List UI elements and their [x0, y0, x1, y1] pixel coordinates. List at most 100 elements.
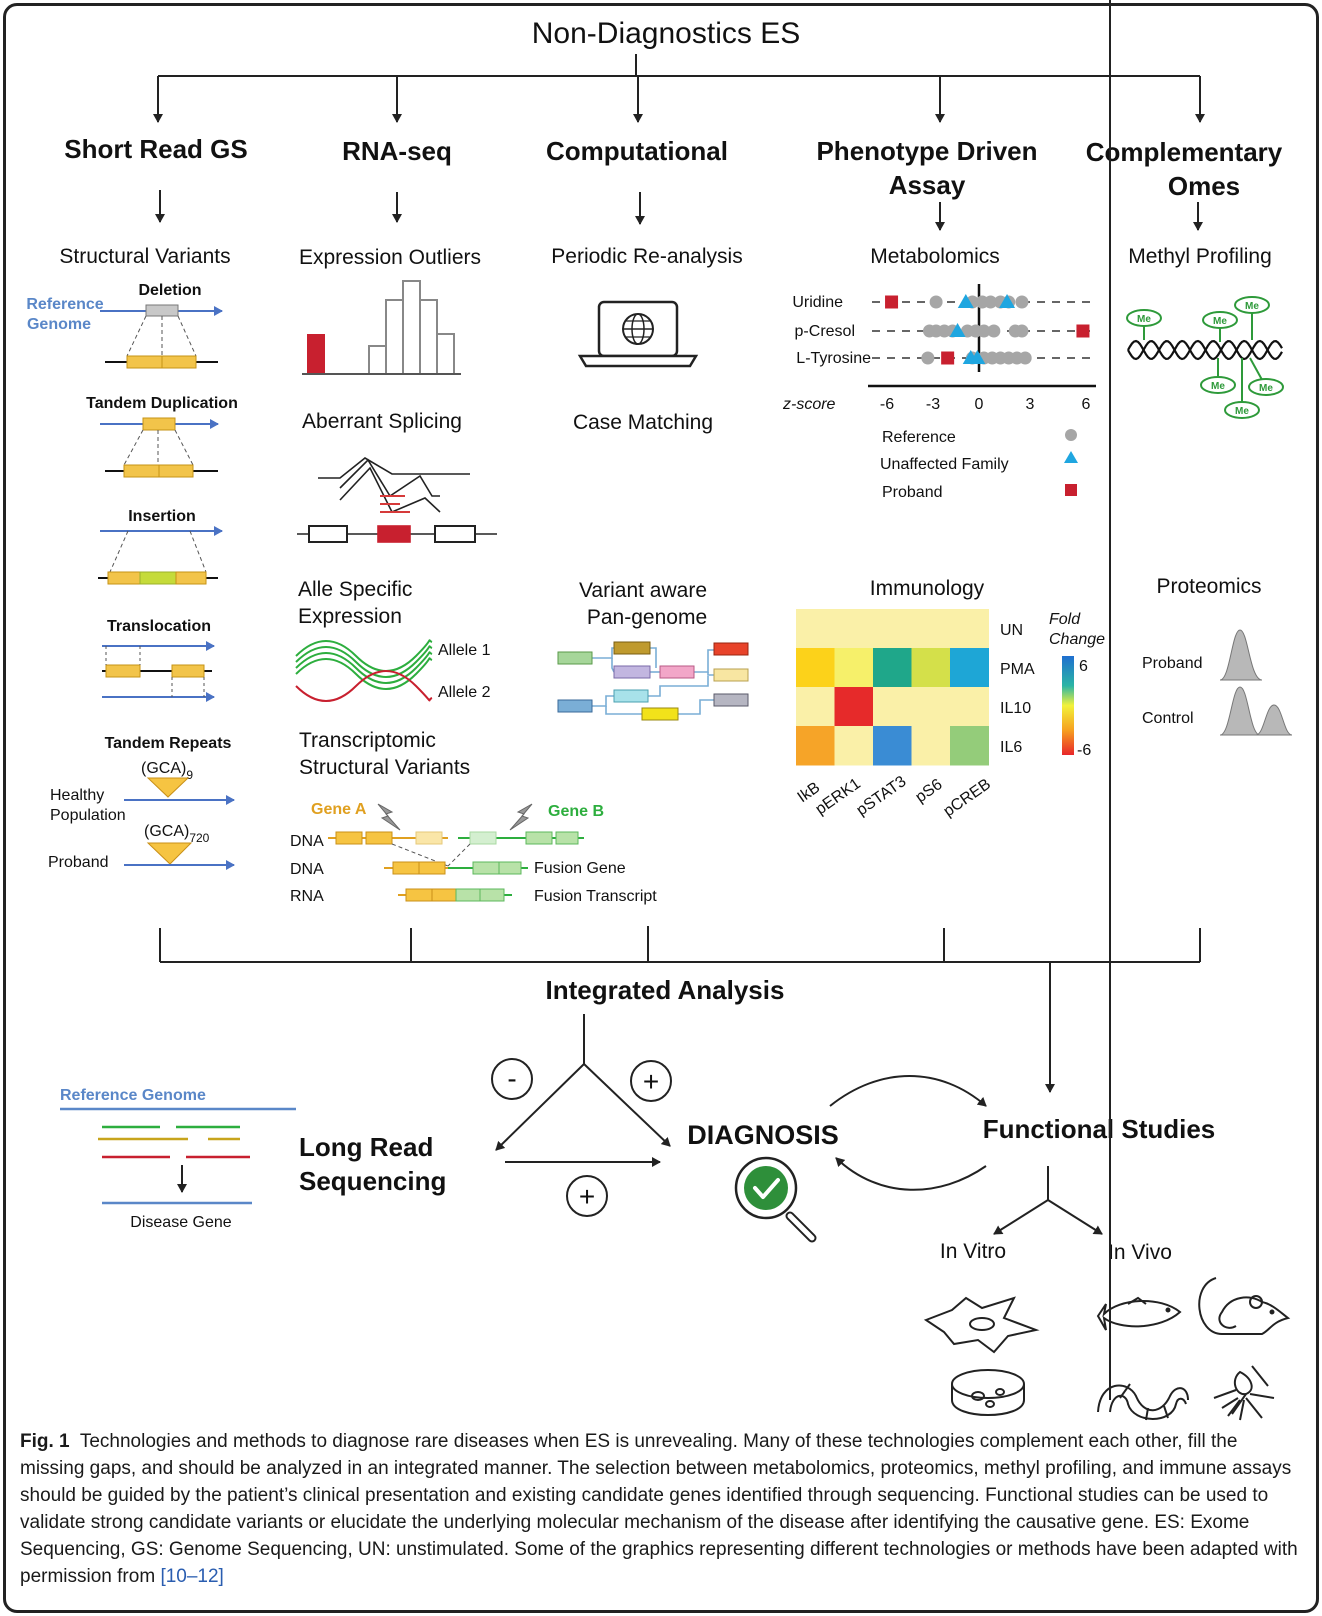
plus-circle-bottom	[566, 1175, 608, 1217]
col-title-complementary-2: Omes	[1168, 171, 1240, 201]
heatmap-cell	[911, 726, 951, 766]
subtitle-metabolomics: Metabolomics	[870, 245, 1000, 268]
minus-sign: -	[507, 1063, 516, 1094]
metab-row-ltyrosine: L-Tyrosine	[796, 350, 871, 367]
reference-point	[1015, 295, 1029, 309]
immunology-heatmap	[796, 609, 989, 766]
unaffected-point	[999, 294, 1016, 308]
proband-label: Proband	[48, 854, 109, 871]
legend-proband: Proband	[882, 484, 943, 501]
allele2-label: Allele 2	[438, 684, 491, 701]
fusion-gene-label: Fusion Gene	[534, 860, 626, 877]
plus-sign-bottom: +	[579, 1181, 595, 1212]
functional-studies-title: Functional Studies	[983, 1114, 1216, 1144]
check-magnifier-icon	[734, 1156, 817, 1243]
transcriptomic-sv-label: Transcriptomic	[299, 729, 436, 752]
me-tag	[1234, 296, 1270, 314]
top-tree	[153, 54, 1205, 123]
col-title-rna-seq: RNA-seq	[342, 136, 452, 166]
reference-point	[929, 295, 943, 309]
figure-frame	[3, 3, 1319, 1613]
me-tag	[1248, 378, 1284, 396]
petri-dish-icon	[951, 1369, 1025, 1416]
worm-icon	[1097, 0, 1189, 1421]
me-tag	[1202, 311, 1238, 329]
subtitle-structural-variants: Structural Variants	[59, 245, 230, 268]
long-read-title: Long Read	[299, 1132, 433, 1162]
column-subtitles: Structural Variants Expression Outliers …	[59, 245, 1271, 269]
reference-point	[1018, 351, 1032, 365]
heatmap-cell	[911, 648, 951, 688]
diagnosis-title: DIAGNOSIS	[687, 1120, 839, 1150]
fusion-graphic	[328, 831, 584, 902]
heatmap-cell	[873, 726, 912, 766]
metab-legend-markers	[1064, 429, 1078, 496]
heatmap-cell	[873, 687, 912, 727]
deletion-label: Deletion	[138, 282, 201, 299]
heatmap-cell	[950, 726, 989, 766]
reference-point	[987, 324, 1001, 338]
reference-point	[984, 295, 998, 309]
heatmap-cell	[834, 648, 874, 688]
legend-reference: Reference	[882, 429, 956, 446]
long-read-reference-label: Reference Genome	[60, 1087, 206, 1104]
imm-row-pma: PMA	[1000, 661, 1035, 678]
column-arrows	[155, 190, 1203, 231]
computational-panel: Case Matching Variant aware Pan-genome	[557, 300, 749, 721]
rna-label: RNA	[290, 888, 324, 905]
plus-sign-right: +	[643, 1066, 659, 1097]
dna2-label: DNA	[290, 861, 324, 878]
allele-waves	[295, 639, 433, 702]
unaffected-point	[949, 323, 966, 337]
dna-strand-2	[1127, 339, 1283, 361]
healthy-population-label-2: Population	[50, 807, 126, 824]
allele-specific-label-2: Expression	[298, 605, 402, 628]
col-title-complementary: Complementary	[1086, 137, 1283, 167]
fold-change-colorbar	[1062, 656, 1074, 755]
functional-tree	[993, 1166, 1103, 1235]
figure-caption: Fig. 1 Technologies and methods to diagn…	[20, 1428, 1300, 1590]
top-title: Non-Diagnostics ES	[532, 17, 800, 50]
tandem-duplication-label: Tandem Duplication	[86, 395, 238, 412]
imm-row-un: UN	[1000, 622, 1023, 639]
allele1-label: Allele 1	[438, 642, 491, 659]
splicing-graphic	[297, 457, 497, 543]
proteomics-title: Proteomics	[1156, 575, 1261, 598]
proteomics-proband-label: Proband	[1142, 655, 1203, 672]
dna1-label: DNA	[290, 833, 324, 850]
proband-point	[941, 351, 955, 365]
imm-col-perk1: pERK1	[813, 775, 864, 818]
heatmap-cell	[950, 687, 989, 727]
metab-row-pcresol: p-Cresol	[795, 323, 855, 340]
heatmap-cell	[834, 726, 874, 766]
fold-change-min: -6	[1077, 742, 1091, 759]
me-tag	[1126, 309, 1162, 327]
metab-tick-m6: -6	[880, 396, 894, 413]
minus-circle	[491, 1058, 533, 1100]
imm-col-pcreb: pCREB	[941, 776, 994, 821]
me-label: Me	[1213, 316, 1227, 327]
caption-ref-link[interactable]: [10–12]	[160, 1566, 224, 1587]
reference-genome-label-2: Genome	[27, 316, 91, 333]
immunology-title: Immunology	[870, 577, 985, 600]
subtitle-methyl-profiling: Methyl Profiling	[1128, 245, 1272, 268]
metab-tick-3: 3	[1026, 396, 1035, 413]
reference-point	[921, 351, 935, 365]
metab-axis-label: z-score	[782, 396, 836, 413]
unaffected-point	[957, 294, 974, 308]
caption-label: Fig. 1	[20, 1431, 70, 1452]
case-matching-label: Case Matching	[573, 411, 713, 434]
sign-circles	[491, 1058, 672, 1217]
in-vivo-label: In Vivo	[1108, 1241, 1172, 1264]
me-tag	[1224, 401, 1260, 419]
unaffected-point	[969, 350, 986, 364]
reference-point	[977, 324, 991, 338]
repeat-healthy-label: (GCA)9	[141, 760, 193, 782]
heatmap-cell	[950, 648, 989, 688]
pan-genome-graph	[557, 641, 749, 721]
rna-seq-panel: Aberrant Splicing Alle Specific Expressi…	[290, 280, 657, 905]
heatmap-cell	[796, 609, 835, 649]
imm-col-pstat3: pSTAT3	[854, 773, 910, 819]
fold-change-title: Fold	[1049, 611, 1081, 628]
